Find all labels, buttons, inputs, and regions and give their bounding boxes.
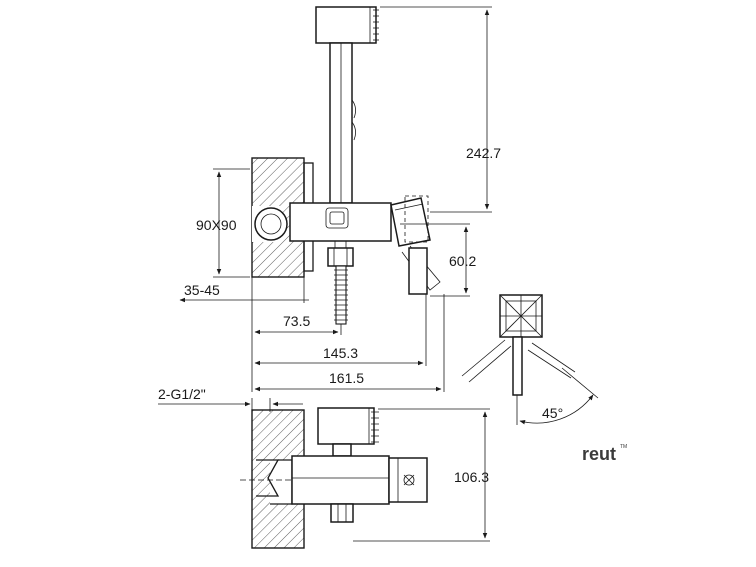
dim-length-a: 145.3	[323, 345, 358, 361]
logo-text: reut	[582, 444, 616, 464]
shower-head	[315, 6, 377, 44]
hose-spring	[334, 265, 348, 325]
dim-spout-offset: 73.5	[283, 313, 310, 329]
lever-detail-view: 45°	[461, 294, 599, 425]
dim-valve-height: 106.3	[454, 469, 489, 485]
shower-head-plan	[317, 407, 375, 445]
valve-body-plan	[291, 455, 390, 505]
logo-trademark: TM	[620, 444, 627, 450]
lever-stem-detail	[512, 336, 523, 396]
valve-body	[289, 202, 392, 242]
lever-plan	[388, 457, 428, 503]
plan-view: 106.3 2-G1/2"	[158, 386, 490, 549]
outlet-nut	[327, 247, 354, 267]
dim-length-b: 161.5	[329, 370, 364, 386]
dim-connection: 2-G1/2"	[158, 386, 206, 402]
wall-connector	[254, 207, 288, 241]
dim-height-total: 242.7	[466, 145, 501, 161]
dim-mount-plate: 90X90	[196, 217, 237, 233]
dim-handle-angle: 45°	[542, 405, 563, 421]
dim-wall-depth: 35-45	[184, 282, 220, 298]
lever-stem	[408, 247, 428, 295]
side-elevation-view: 242.7 60.2 90X90 35-45 73.5 145.3 161.5	[179, 6, 501, 392]
valve-lever	[390, 197, 431, 247]
brand-logo: reut TM	[582, 444, 627, 464]
dim-outlet-offset: 60.2	[449, 253, 476, 269]
